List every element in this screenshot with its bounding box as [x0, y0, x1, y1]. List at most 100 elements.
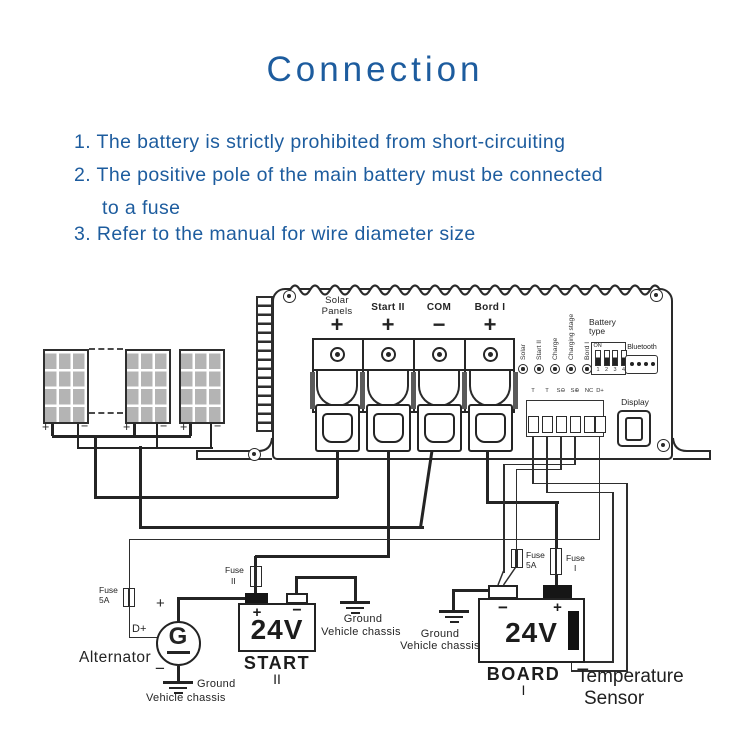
fuse-label: 5A — [526, 559, 537, 570]
fuse-label: Fuse — [526, 550, 545, 560]
fuse-label: Fuse — [99, 585, 118, 595]
wire — [209, 423, 212, 448]
board-battery-numeral: I — [521, 682, 526, 698]
display-port-inner — [625, 417, 643, 441]
instruction-2: 2. The positive pole of the main battery… — [74, 164, 604, 186]
wire — [295, 576, 298, 594]
wire — [387, 390, 390, 558]
fuse-label: 5A — [99, 594, 110, 605]
io-pin-label: S⊕ — [570, 387, 580, 394]
wire — [176, 666, 180, 681]
panel-plus-sign: + — [123, 420, 131, 434]
wire — [76, 423, 79, 448]
wire — [532, 437, 534, 484]
heatsink-fins — [256, 296, 273, 432]
dip-number: 1 — [596, 367, 600, 373]
wire — [138, 446, 142, 529]
ground-symbol — [163, 681, 193, 684]
ground-symbol — [340, 601, 370, 604]
io-pin — [555, 416, 567, 433]
board-battery — [478, 598, 585, 663]
wire — [128, 605, 130, 638]
wire — [486, 501, 559, 504]
page-title: Connection — [266, 50, 484, 89]
fuse-label: I — [574, 563, 577, 573]
bluetooth-pin — [644, 362, 648, 366]
wire — [612, 491, 614, 663]
battery-plus-sign: + — [553, 599, 562, 616]
polarity-sign: + — [381, 312, 395, 337]
dip-number: 2 — [604, 367, 609, 373]
board-battery-voltage: 24V — [505, 617, 558, 648]
wire — [503, 463, 576, 465]
wire — [155, 423, 158, 448]
alternator-symbol — [155, 621, 201, 666]
terminal-clamp — [360, 372, 366, 409]
led-label: Solar — [519, 344, 527, 360]
ground-label: Vehicle chassis — [400, 640, 480, 652]
terminal-socket-solar — [314, 404, 360, 452]
terminal-label-com: COM — [426, 302, 452, 313]
wire — [452, 589, 491, 592]
wire — [128, 538, 600, 540]
right-mounting-foot — [672, 437, 711, 460]
terminal-screw — [329, 346, 345, 362]
polarity-sign: + — [483, 312, 497, 337]
bluetooth-port — [625, 355, 658, 374]
terminal-socket-start — [365, 404, 411, 452]
display-port — [617, 410, 651, 447]
alternator-label: Alternator — [79, 649, 152, 666]
io-pin — [527, 416, 539, 433]
led-label: Start II — [535, 339, 543, 360]
alternator-g: G — [168, 623, 188, 650]
temperature-sensor-label: Sensor — [584, 688, 645, 709]
panel-plus-sign: + — [180, 420, 188, 434]
dip-on-label: ON — [593, 342, 602, 349]
bluetooth-pin — [630, 362, 634, 366]
wire — [560, 437, 562, 470]
ground-symbol — [169, 686, 187, 689]
dip-number: 4 — [621, 367, 626, 373]
wire — [138, 526, 424, 529]
alternator-underline — [167, 651, 190, 654]
wire — [128, 538, 130, 590]
battery-plus-sign: + — [252, 604, 262, 621]
wire — [546, 491, 614, 493]
ground-label: Vehicle chassis — [146, 692, 226, 704]
start-battery-numeral: II — [273, 671, 281, 687]
plug-cavity — [474, 413, 506, 443]
terminal-label-solar: Solar Panels — [321, 295, 353, 317]
temperature-sensor-label: Temperature — [577, 666, 684, 687]
fuse-5a-alternator — [123, 587, 135, 607]
wire — [452, 589, 455, 611]
plug-cavity — [423, 413, 455, 443]
ground-symbol — [444, 615, 463, 618]
fuse-5a-board-sense — [510, 548, 523, 568]
ground-label: Ground — [420, 628, 460, 640]
panel-minus-sign: − — [160, 419, 168, 433]
dip-switch-2 — [603, 350, 610, 366]
ground-label: Vehicle chassis — [321, 626, 401, 638]
screw — [282, 289, 296, 303]
ground-symbol — [438, 610, 469, 613]
wire — [255, 555, 390, 558]
led-start — [534, 364, 544, 374]
panel-continuation-dashes — [89, 412, 123, 414]
terminal-socket-com — [416, 404, 462, 452]
start-battery-plus-post — [245, 593, 268, 604]
bluetooth-pin — [637, 362, 641, 366]
instruction-2-cont: to a fuse — [102, 197, 181, 219]
bluetooth-pin — [651, 362, 655, 366]
ground-symbol — [351, 611, 360, 614]
led-label: Charging stage — [567, 313, 575, 360]
wire — [554, 573, 558, 587]
polarity-sign: − — [432, 312, 446, 337]
wire — [626, 482, 628, 672]
solar-panel — [43, 349, 89, 424]
ground-symbol — [174, 691, 183, 694]
start-battery-voltage: 24V — [250, 614, 304, 645]
wire — [254, 556, 257, 569]
wire — [295, 576, 357, 579]
panel-minus-sign: − — [214, 419, 222, 433]
